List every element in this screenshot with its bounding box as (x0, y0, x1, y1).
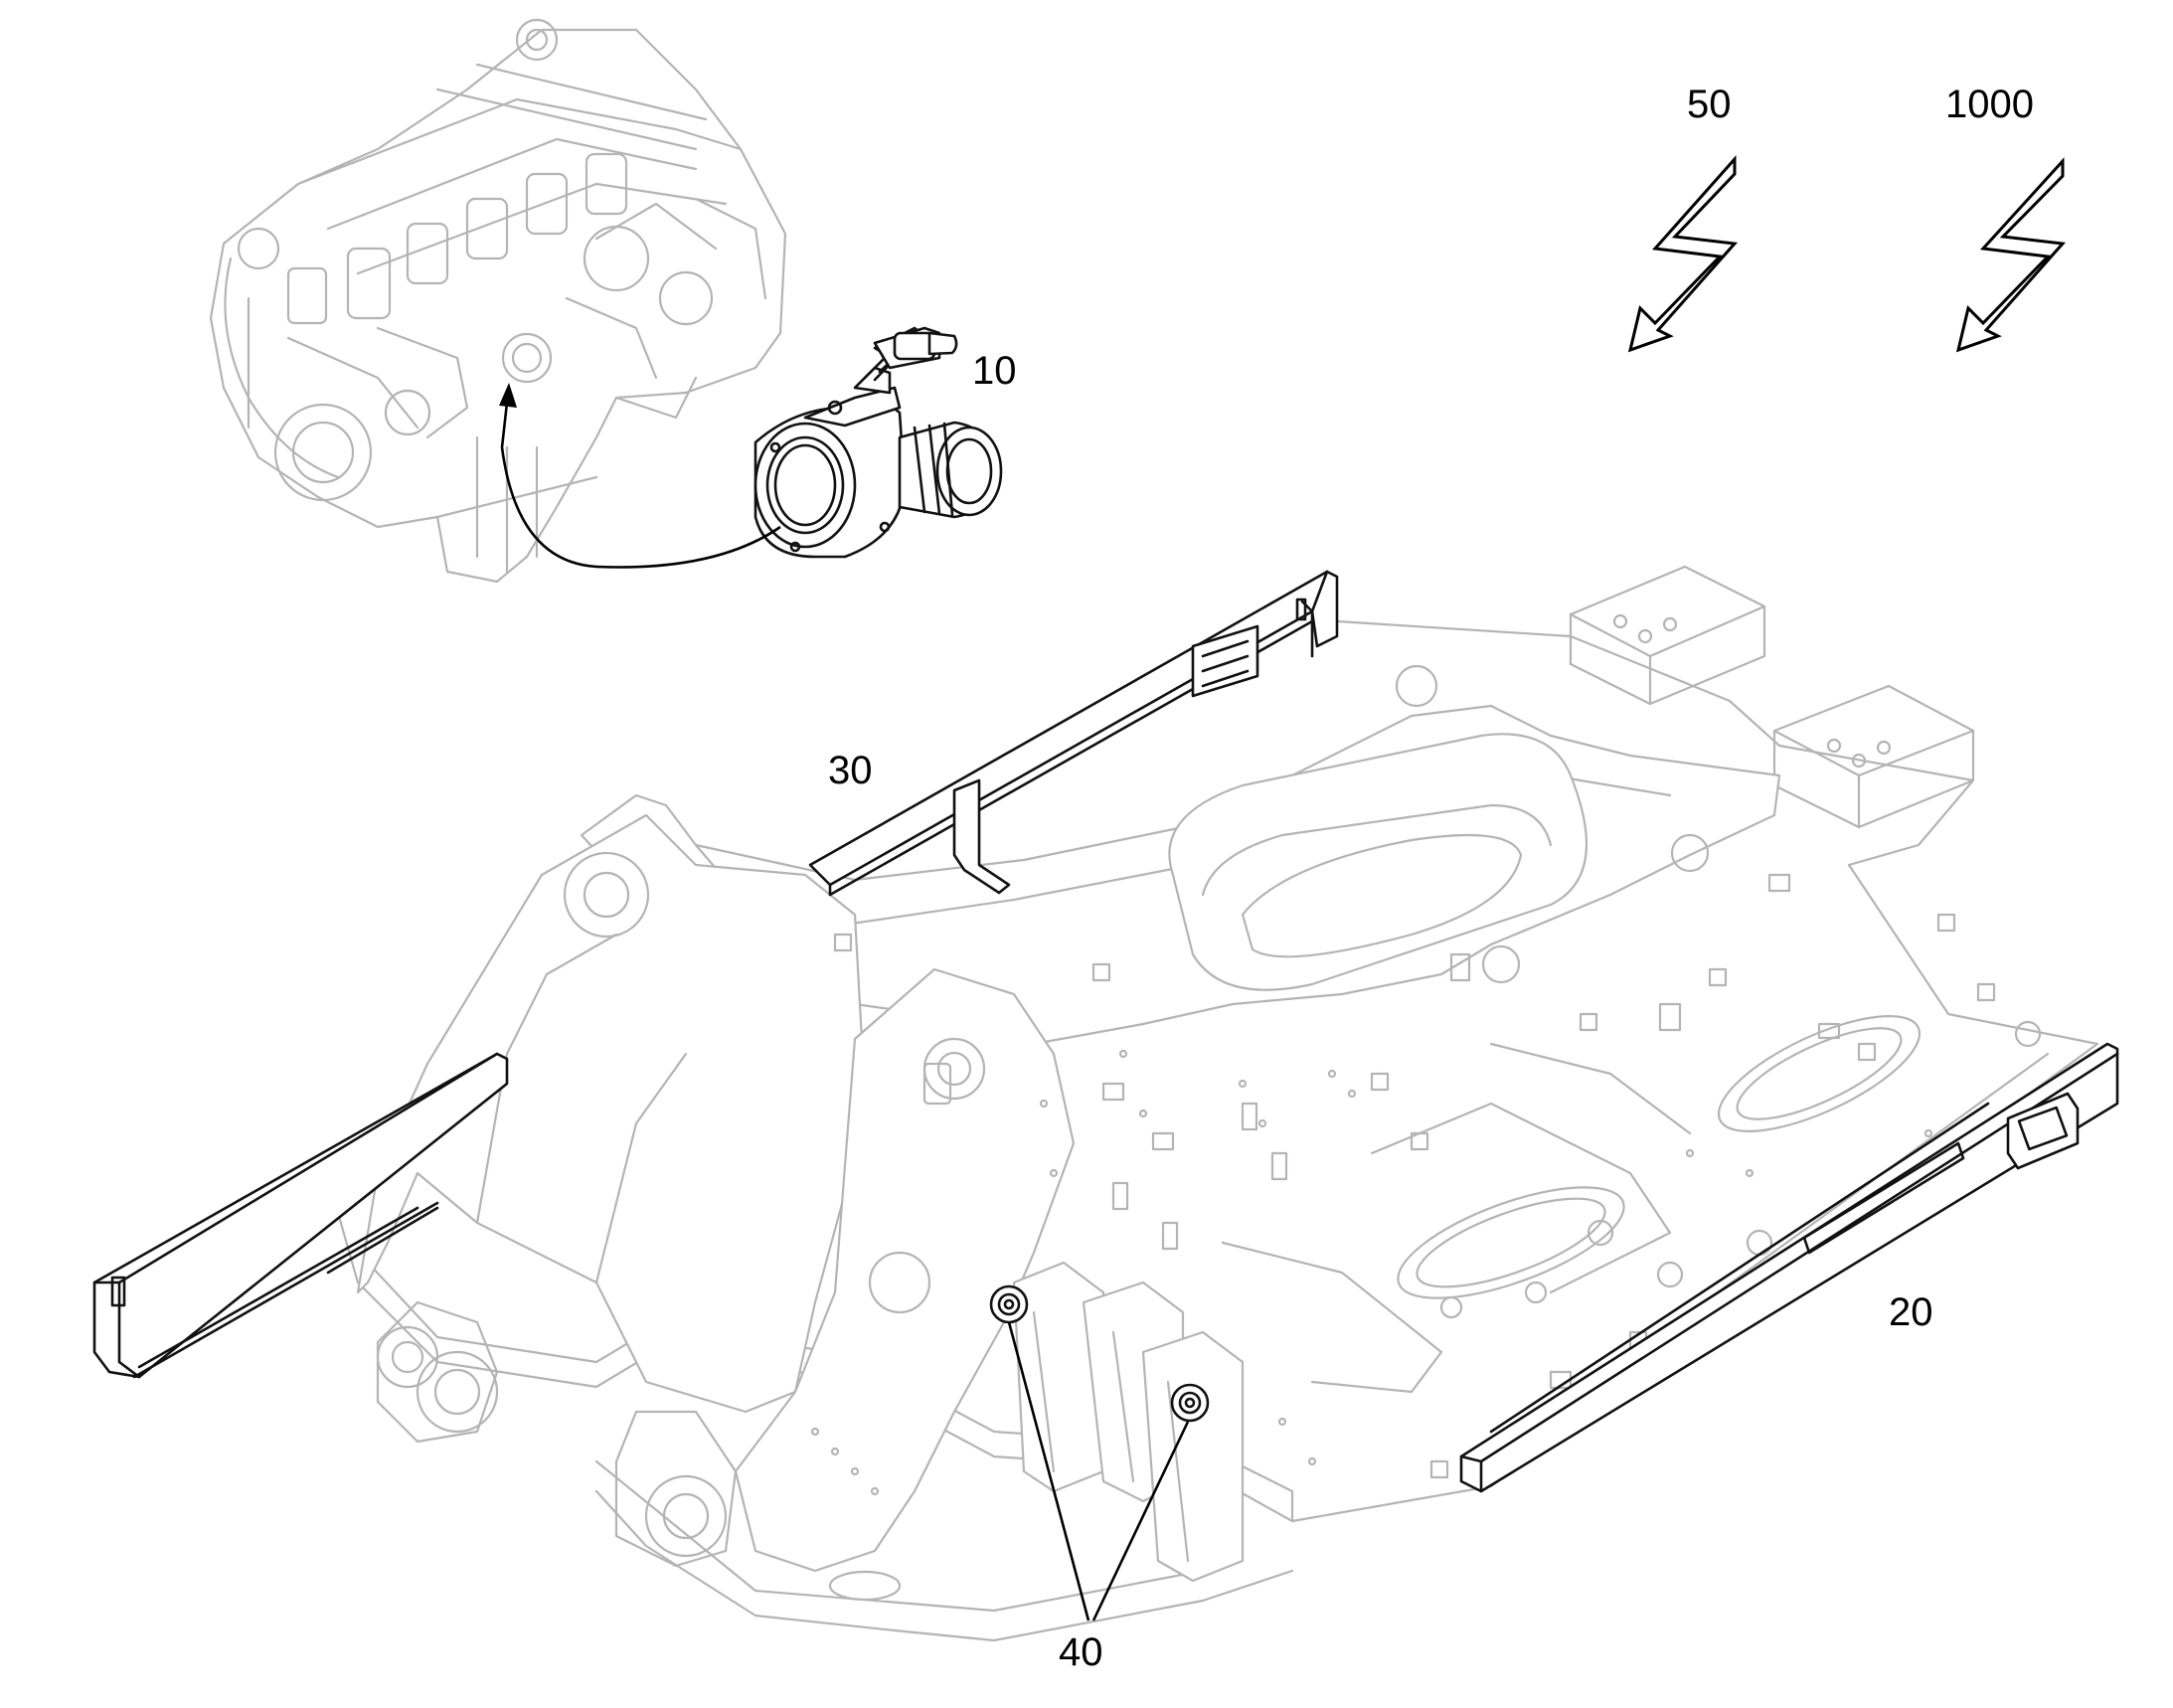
arrow-head-icon (499, 383, 517, 408)
side-rail-right (1459, 1042, 2119, 1493)
location-arrow (500, 402, 781, 569)
exhaust-brake-valve (753, 326, 1003, 559)
callout-50: 50 (1687, 83, 1732, 126)
callout-1000: 1000 (1945, 83, 2034, 126)
machine-frame (336, 565, 2099, 1642)
callout-40: 40 (1059, 1630, 1103, 1674)
lightning-arrow-icon (1627, 155, 1739, 353)
callout-10: 10 (972, 349, 1017, 393)
lightning-arrow-icon-2 (1955, 157, 2067, 353)
callout-20: 20 (1889, 1290, 1933, 1334)
side-rail-upper (808, 570, 1339, 897)
callout-30: 30 (828, 749, 873, 792)
side-rail-left (92, 1052, 509, 1379)
callout-40-leaders (1007, 1321, 1190, 1622)
engine-illustration (209, 18, 787, 584)
bearing-bushings (989, 1284, 1210, 1423)
